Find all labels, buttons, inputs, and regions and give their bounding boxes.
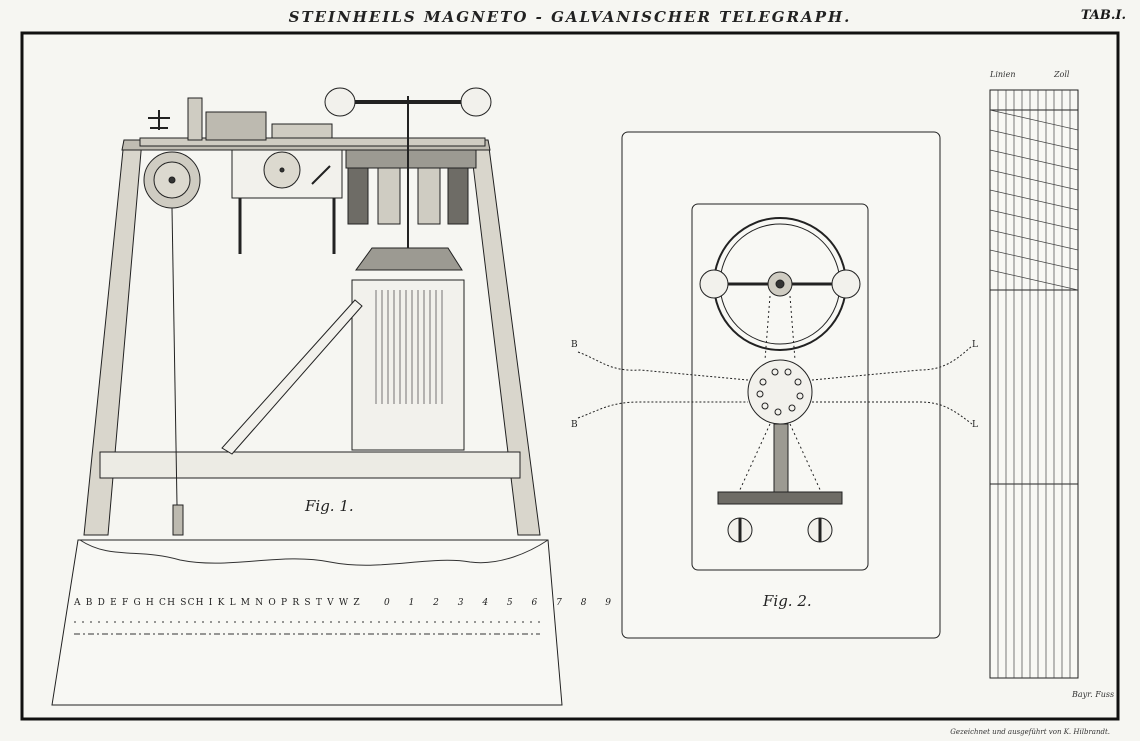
scale-frame bbox=[989, 89, 1079, 679]
plate-title: STEINHEILS MAGNETO - GALVANISCHER TELEGR… bbox=[288, 8, 852, 26]
scale-right-unit: Zoll bbox=[1054, 70, 1070, 79]
fig1-magnet-top bbox=[345, 149, 477, 169]
alphabet-digits: 0 1 2 3 4 5 6 7 8 9 bbox=[384, 598, 620, 608]
scale-bottom-label: Bayr. Fuss bbox=[1072, 690, 1115, 699]
wire-label-b-top: B bbox=[571, 340, 578, 350]
wire-label-l-top: L bbox=[972, 340, 978, 350]
fig1-drawing bbox=[51, 87, 563, 706]
fig1-left-globe bbox=[324, 87, 356, 117]
fig1-right-globe bbox=[460, 87, 492, 117]
plate-number: TAB.I. bbox=[1080, 8, 1126, 23]
fig2-drawing bbox=[577, 131, 973, 639]
fig2-right-globe bbox=[831, 269, 861, 299]
wire-label-b-bottom: B bbox=[571, 420, 578, 430]
scale-drawing bbox=[989, 89, 1079, 679]
fig2-bar bbox=[717, 491, 843, 505]
fig2-label: Fig. 2. bbox=[763, 592, 812, 610]
alphabet-letters: A B D E F G H CH SCH I K L M N O P R S T… bbox=[74, 598, 361, 608]
fig1-label: Fig. 1. bbox=[305, 497, 354, 515]
scale-left-unit: Linien bbox=[990, 70, 1016, 79]
fig1-column bbox=[351, 279, 465, 451]
plate-frame bbox=[20, 31, 1120, 721]
fig1-cross-beam bbox=[99, 451, 521, 479]
fig2-left-globe bbox=[699, 269, 729, 299]
wire-label-l-bottom: L bbox=[972, 420, 978, 430]
fig1-clockwork-box bbox=[205, 111, 267, 141]
fig1-weight bbox=[172, 504, 184, 536]
engraver-credit: Gezeichnet und ausgeführt von K. Hilbran… bbox=[950, 728, 1110, 736]
